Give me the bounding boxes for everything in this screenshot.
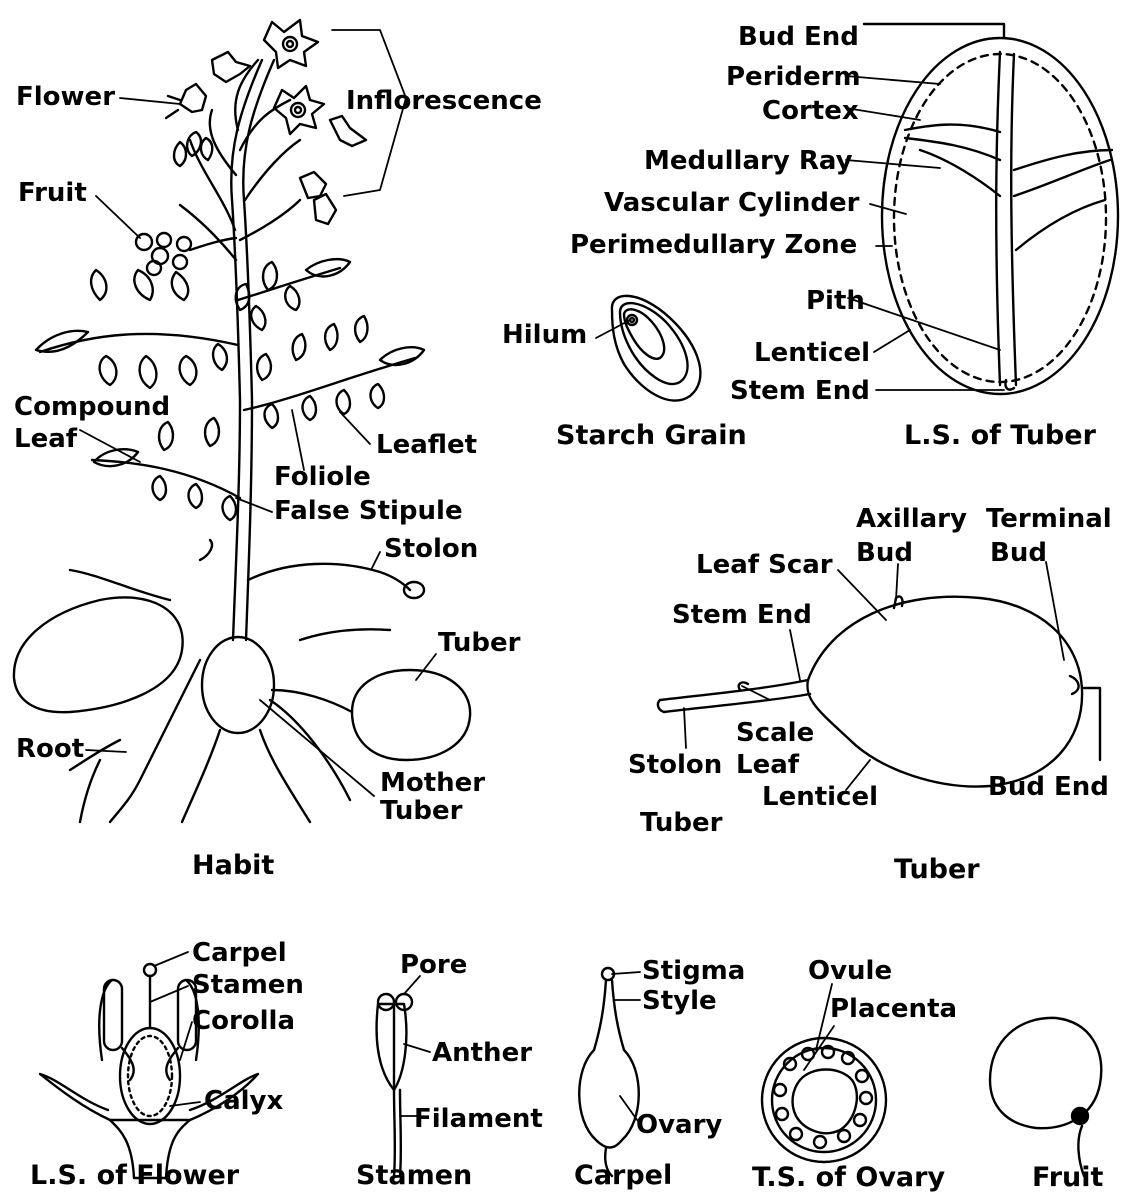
fruit-cluster — [136, 233, 236, 275]
caption-ls-flower: L.S. of Flower — [30, 1162, 239, 1189]
caption-ts-ovary: T.S. of Ovary — [752, 1164, 945, 1191]
tuber-right — [352, 670, 470, 760]
petiole-upper-left — [40, 334, 238, 352]
fruit-detail-drawing — [990, 1018, 1101, 1176]
label-foliole: Foliole — [274, 464, 371, 490]
label-ls-stem-end: Stem End — [730, 378, 870, 404]
label-tuber-tuber: Tuber — [640, 810, 722, 836]
caption-ls-tuber: L.S. of Tuber — [904, 422, 1096, 449]
caption-stamen: Stamen — [356, 1162, 472, 1189]
label-corolla: Corolla — [192, 1008, 295, 1034]
label-axillary-bud-line1: Axillary — [856, 506, 967, 532]
label-pith: Pith — [806, 288, 865, 314]
label-inflorescence: Inflorescence — [346, 88, 542, 114]
label-false-stipule: False Stipule — [274, 498, 463, 524]
label-mother-tuber-line2: Tuber — [380, 798, 462, 824]
label-tuber-stolon: Stolon — [628, 752, 722, 778]
label-periderm: Periderm — [726, 64, 861, 90]
label-flower-stamen: Stamen — [192, 972, 304, 998]
caption-habit: Habit — [192, 852, 274, 879]
label-terminal-bud-line1: Terminal — [986, 506, 1112, 532]
label-tuber: Tuber — [438, 630, 520, 656]
label-ls-bud-end: Bud End — [738, 24, 859, 50]
label-tuber-stem-end: Stem End — [672, 602, 812, 628]
caption-carpel: Carpel — [574, 1162, 672, 1189]
label-stigma: Stigma — [642, 958, 745, 984]
flower-top — [264, 20, 318, 68]
ls-tuber-drawing — [864, 24, 1118, 394]
label-leaflet: Leaflet — [376, 432, 477, 458]
label-anther: Anther — [432, 1040, 532, 1066]
label-compound-leaf-line1: Compound — [14, 394, 170, 420]
flower-side-2 — [330, 116, 366, 146]
label-hilum: Hilum — [502, 322, 587, 348]
mother-tuber — [202, 637, 274, 733]
label-cortex: Cortex — [762, 98, 859, 124]
label-axillary-bud-line2: Bud — [856, 540, 913, 566]
starch-grain-drawing — [612, 296, 700, 401]
petiole-mid-right — [244, 358, 415, 410]
label-medullary-ray: Medullary Ray — [644, 148, 853, 174]
label-style: Style — [642, 988, 717, 1014]
caption-fruit: Fruit — [1032, 1164, 1103, 1191]
label-placenta: Placenta — [830, 996, 957, 1022]
label-terminal-bud-line2: Bud — [990, 540, 1047, 566]
label-perimedullary-zone: Perimedullary Zone — [570, 232, 857, 258]
label-scale-leaf-line1: Scale — [736, 720, 814, 746]
flower-mid — [274, 86, 324, 134]
tuber-left — [14, 597, 183, 712]
label-calyx: Calyx — [204, 1088, 283, 1114]
stolon-habit — [248, 564, 410, 590]
label-leaf-scar: Leaf Scar — [696, 552, 833, 578]
label-stolon: Stolon — [384, 536, 478, 562]
label-flower: Flower — [16, 84, 115, 110]
label-mother-tuber-line1: Mother — [380, 770, 485, 796]
caption-tuber: Tuber — [894, 856, 980, 883]
label-ovule: Ovule — [808, 958, 892, 984]
label-compound-leaf-line2: Leaf — [14, 426, 77, 452]
label-tuber-lenticel: Lenticel — [762, 784, 878, 810]
label-ls-lenticel: Lenticel — [754, 340, 870, 366]
petiole-upper-right — [238, 268, 340, 300]
label-root: Root — [16, 736, 84, 762]
label-filament: Filament — [414, 1106, 543, 1132]
ts-ovary-drawing — [762, 1038, 886, 1162]
stamen-drawing — [377, 994, 412, 1176]
flower-side — [180, 84, 206, 112]
caption-starch-grain: Starch Grain — [556, 422, 747, 449]
roots — [110, 660, 200, 822]
label-vascular-cylinder: Vascular Cylinder — [604, 190, 859, 216]
label-flower-carpel: Carpel — [192, 940, 287, 966]
label-pore: Pore — [400, 952, 467, 978]
label-tuber-bud-end: Bud End — [988, 774, 1109, 800]
label-fruit: Fruit — [18, 180, 87, 206]
label-scale-leaf-line2: Leaf — [736, 752, 799, 778]
label-ovary: Ovary — [636, 1112, 722, 1138]
